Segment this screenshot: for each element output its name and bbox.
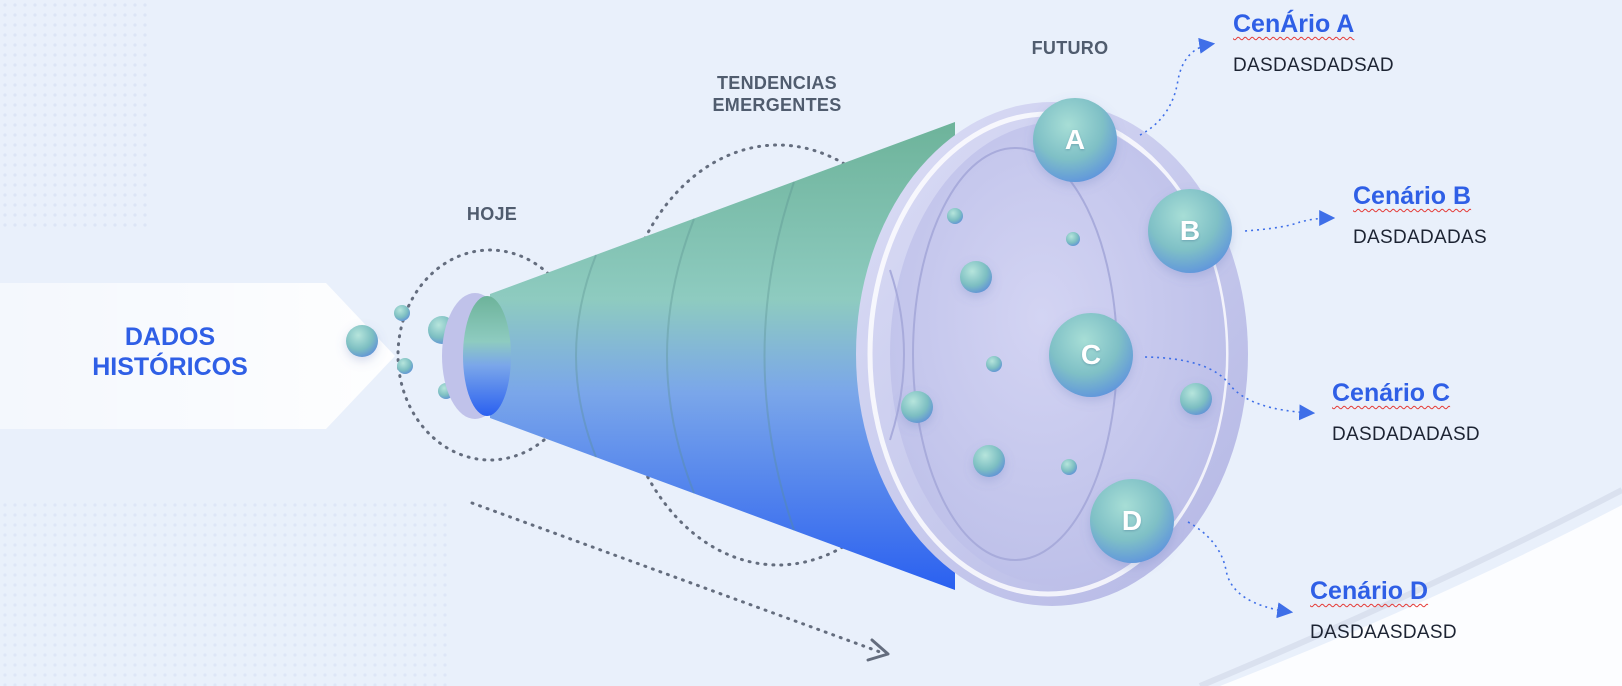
connector-b [1244, 210, 1336, 232]
background-swoosh-edge [1198, 487, 1622, 686]
funnel-cap [463, 296, 511, 416]
scenario-d-title: Cenário D [1310, 577, 1429, 605]
scenario-d-letter: D [1121, 505, 1143, 536]
cone-seam [575, 254, 597, 458]
scenario-b-desc: DASDADADAS [1353, 227, 1487, 248]
scenario-b-sphere [1148, 189, 1232, 273]
scenario-a-title: CenÁrio A [1233, 10, 1355, 38]
scenario-a-desc: DASDASDADSAD [1233, 55, 1394, 76]
sphere [1061, 459, 1077, 475]
stage-label-tendencias-line-2: EMERGENTES [712, 95, 842, 115]
sphere [397, 358, 413, 374]
stage-label-futuro: FUTURO [1031, 38, 1109, 58]
scenario-c-title: Cenário C [1332, 379, 1451, 407]
sphere [901, 391, 933, 423]
timeline-arrow [470, 501, 882, 654]
source-label-line-1: DADOS [124, 323, 216, 351]
connector-d [1187, 521, 1294, 619]
background-swoosh [1220, 505, 1622, 686]
sphere [973, 445, 1005, 477]
scenario-c-sphere [1049, 313, 1133, 397]
stage-label-hoje: HOJE [466, 204, 518, 224]
scenario-c-desc: DASDADADASD [1332, 424, 1480, 445]
scenario-a: CenÁrio A DASDASDADSAD [1233, 10, 1394, 77]
scenario-c: Cenário C DASDADADASD [1332, 379, 1480, 446]
scenario-d-desc: DASDAASDASD [1310, 622, 1457, 643]
cone-seam [763, 181, 795, 531]
scenario-c-letter: C [1080, 339, 1102, 370]
timeline-arrow-head [866, 638, 890, 662]
funnel-inner-arc [889, 269, 905, 441]
source-label: DADOS HISTÓRICOS [60, 322, 280, 382]
sphere [986, 356, 1002, 372]
sphere [960, 261, 992, 293]
sphere [947, 208, 963, 224]
sphere [1180, 383, 1212, 415]
dot-pattern-top [0, 0, 150, 230]
source-label-line-2: HISTÓRICOS [92, 353, 248, 381]
source-arrow-panel [0, 283, 395, 429]
dot-pattern-bottom [0, 500, 450, 686]
scenario-d: Cenário D DASDAASDASD [1310, 577, 1457, 644]
sphere [346, 325, 378, 357]
scenario-b: Cenário B DASDADADAS [1353, 182, 1487, 249]
sphere [394, 305, 410, 321]
connector-a [1139, 37, 1216, 136]
scenario-a-sphere [1033, 98, 1117, 182]
scenario-d-sphere [1090, 479, 1174, 563]
funnel-cone [490, 122, 955, 590]
sphere [1066, 232, 1080, 246]
stage-label-tendencias: TENDENCIAS EMERGENTES [694, 72, 860, 116]
scenario-a-letter: A [1064, 124, 1086, 155]
cone-seam [666, 218, 695, 494]
scenario-b-letter: B [1179, 215, 1201, 246]
stage-label-tendencias-line-1: TENDENCIAS [716, 73, 837, 93]
scenario-b-title: Cenário B [1353, 182, 1472, 210]
